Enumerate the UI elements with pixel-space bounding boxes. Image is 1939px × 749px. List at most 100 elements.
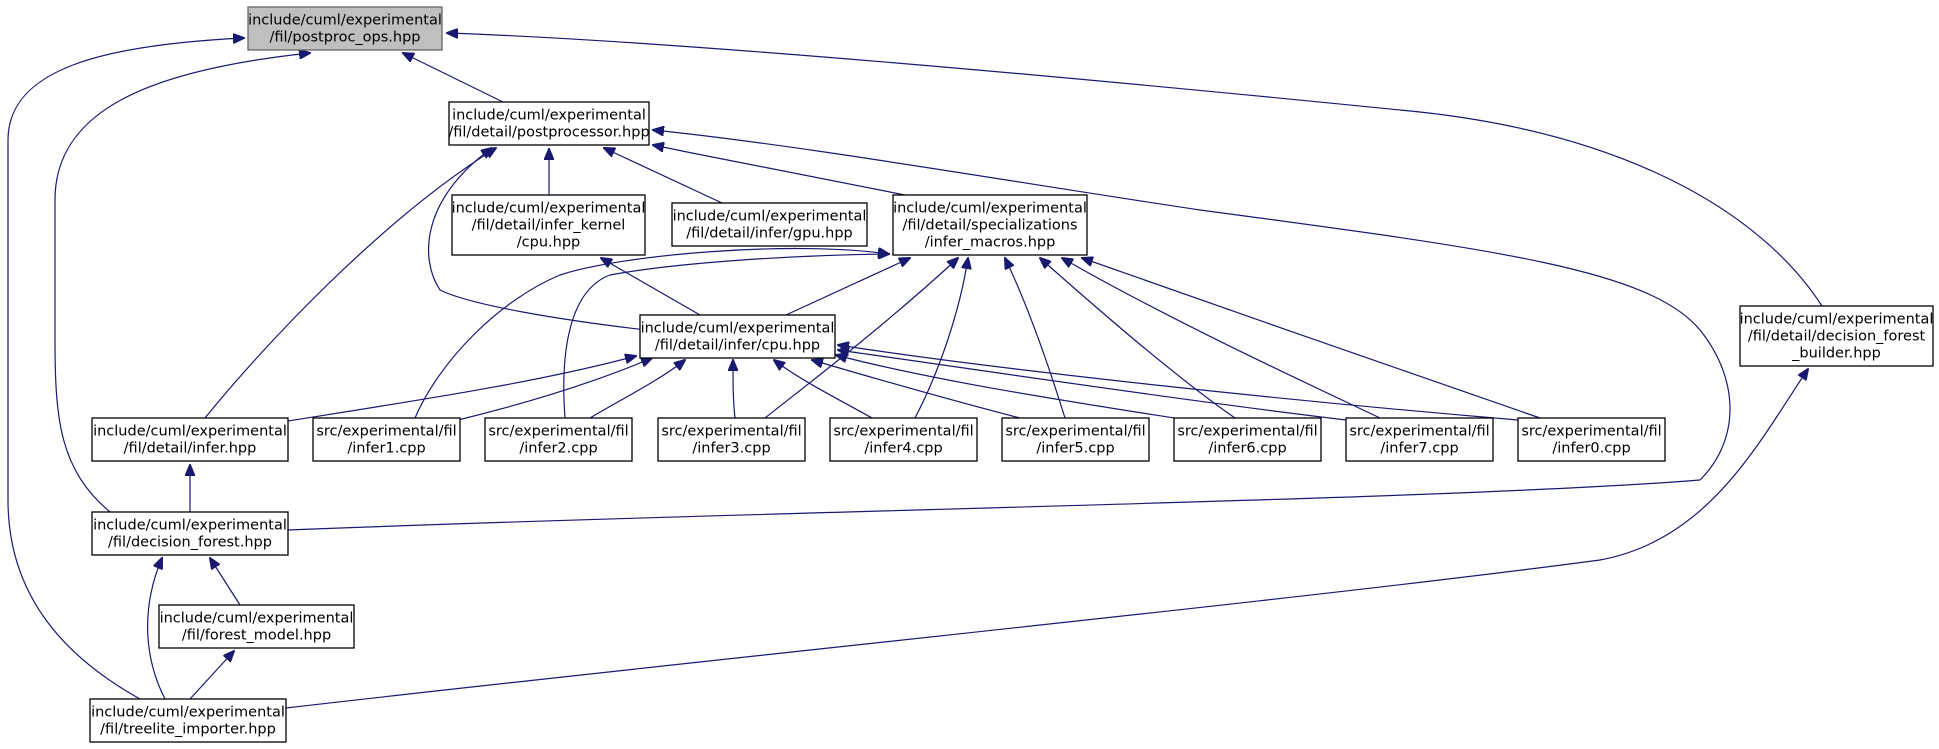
edge-detail_infer-to-infer_cpu — [287, 356, 636, 422]
node-label-infer4-line0: src/experimental/fil — [833, 424, 973, 440]
node-label-infer1-line1: /infer1.cpp — [347, 441, 425, 457]
edge-infer3-to-infer_cpu — [733, 360, 735, 419]
node-infer2[interactable]: src/experimental/fil/infer2.cpp — [484, 417, 633, 462]
edge-treelite_importer-to-decision_forest_builder — [285, 369, 1808, 709]
edge-infer_macros-to-postprocessor — [653, 145, 906, 196]
edge-infer2-to-infer_cpu — [589, 360, 685, 419]
node-label-infer3-line0: src/experimental/fil — [661, 424, 801, 440]
edge-infer_cpu-to-infer_macros — [785, 258, 910, 316]
node-label-infer_kernel_cpu-line1: /fil/detail/infer_kernel — [472, 218, 626, 234]
edge-decision_forest-to-postprocessor — [287, 130, 1731, 531]
edge-detail_infer-to-postprocessor — [204, 148, 496, 419]
node-label-infer_cpu-line1: /fil/detail/infer/cpu.hpp — [655, 338, 820, 354]
node-infer6[interactable]: src/experimental/fil/infer6.cpp — [1173, 417, 1322, 462]
node-label-decision_forest-line0: include/cuml/experimental — [93, 518, 287, 534]
node-label-infer3-line1: /infer3.cpp — [692, 441, 770, 457]
node-infer_kernel_cpu[interactable]: include/cuml/experimental/fil/detail/inf… — [451, 194, 646, 256]
node-infer_macros[interactable]: include/cuml/experimental/fil/detail/spe… — [892, 194, 1088, 256]
node-label-infer2-line0: src/experimental/fil — [488, 424, 628, 440]
node-box-postprocessor — [448, 101, 650, 146]
edge-infer_cpu-to-postprocessor — [427, 148, 647, 331]
node-label-infer_macros-line2: /infer_macros.hpp — [925, 235, 1056, 251]
node-label-infer_kernel_cpu-line2: /cpu.hpp — [517, 235, 580, 251]
edge-infer4-to-infer_cpu — [774, 360, 873, 419]
node-postprocessor[interactable]: include/cuml/experimental/fil/detail/pos… — [448, 101, 650, 146]
node-label-infer6-line1: /infer6.cpp — [1208, 441, 1286, 457]
node-infer0[interactable]: src/experimental/fil/infer0.cpp — [1517, 417, 1666, 462]
node-label-infer_gpu-line0: include/cuml/experimental — [673, 209, 867, 225]
node-box-decision_forest — [91, 511, 289, 556]
node-postproc_ops[interactable]: include/cuml/experimental/fil/postproc_o… — [247, 6, 443, 51]
node-label-postproc_ops-line0: include/cuml/experimental — [248, 13, 442, 29]
node-detail_infer[interactable]: include/cuml/experimental/fil/detail/inf… — [91, 417, 289, 462]
edge-treelite_importer-to-postproc_ops — [7, 38, 244, 700]
edges-layer — [7, 33, 1823, 709]
nodes-layer: include/cuml/experimental/fil/postproc_o… — [89, 6, 1934, 743]
edge-infer0-to-infer_cpu — [838, 345, 1519, 421]
node-infer7[interactable]: src/experimental/fil/infer7.cpp — [1345, 417, 1494, 462]
node-box-infer7 — [1345, 417, 1494, 462]
edge-infer1-to-infer_cpu — [457, 358, 652, 421]
node-infer4[interactable]: src/experimental/fil/infer4.cpp — [829, 417, 978, 462]
node-decision_forest_builder[interactable]: include/cuml/experimental/fil/detail/dec… — [1739, 305, 1934, 367]
node-label-infer2-line1: /infer2.cpp — [519, 441, 597, 457]
node-label-postprocessor-line0: include/cuml/experimental — [452, 108, 646, 124]
node-box-infer5 — [1001, 417, 1150, 462]
node-box-detail_infer — [91, 417, 289, 462]
node-label-infer_cpu-line0: include/cuml/experimental — [641, 321, 835, 337]
edge-postprocessor-to-postproc_ops — [403, 53, 504, 103]
node-box-infer2 — [484, 417, 633, 462]
node-label-detail_infer-line0: include/cuml/experimental — [93, 424, 287, 440]
node-treelite_importer[interactable]: include/cuml/experimental/fil/treelite_i… — [89, 698, 287, 743]
edge-infer6-to-infer_cpu — [836, 355, 1175, 419]
edge-infer2-to-infer_macros — [563, 254, 889, 419]
node-label-infer0-line1: /infer0.cpp — [1552, 441, 1630, 457]
node-box-infer6 — [1173, 417, 1322, 462]
node-label-forest_model-line0: include/cuml/experimental — [160, 611, 354, 627]
node-box-infer4 — [829, 417, 978, 462]
node-label-postprocessor-line1: /fil/detail/postprocessor.hpp — [448, 125, 649, 141]
edge-infer4-to-infer_macros — [914, 258, 968, 419]
node-label-treelite_importer-line0: include/cuml/experimental — [91, 705, 285, 721]
node-label-infer5-line1: /infer5.cpp — [1036, 441, 1114, 457]
node-label-infer_macros-line0: include/cuml/experimental — [893, 201, 1087, 217]
node-label-infer5-line0: src/experimental/fil — [1005, 424, 1145, 440]
node-label-infer_gpu-line1: /fil/detail/infer/gpu.hpp — [686, 226, 852, 242]
node-label-forest_model-line1: /fil/forest_model.hpp — [182, 628, 331, 644]
node-label-infer7-line1: /infer7.cpp — [1380, 441, 1458, 457]
node-label-decision_forest-line1: /fil/decision_forest.hpp — [108, 535, 272, 551]
edge-infer1-to-infer_macros — [414, 249, 889, 419]
node-box-infer_kernel_cpu — [451, 194, 646, 256]
edge-decision_forest_builder-to-postproc_ops — [447, 33, 1823, 307]
edge-infer5-to-infer_macros — [1005, 258, 1066, 419]
edge-forest_model-to-decision_forest — [210, 558, 241, 606]
node-label-infer_macros-line1: /fil/detail/specializations — [902, 218, 1077, 234]
node-forest_model[interactable]: include/cuml/experimental/fil/forest_mod… — [158, 604, 355, 649]
node-label-postproc_ops-line1: /fil/postproc_ops.hpp — [269, 30, 420, 46]
node-infer1[interactable]: src/experimental/fil/infer1.cpp — [312, 417, 461, 462]
node-label-infer6-line0: src/experimental/fil — [1177, 424, 1317, 440]
node-box-infer_cpu — [639, 314, 836, 359]
edge-infer6-to-infer_macros — [1040, 258, 1236, 419]
node-label-infer7-line0: src/experimental/fil — [1349, 424, 1489, 440]
node-box-infer1 — [312, 417, 461, 462]
node-box-infer_macros — [892, 194, 1088, 256]
node-box-postproc_ops — [247, 6, 443, 51]
edge-infer_cpu-to-infer_kernel_cpu — [601, 258, 701, 316]
node-infer_cpu[interactable]: include/cuml/experimental/fil/detail/inf… — [639, 314, 836, 359]
node-label-decision_forest_builder-line1: /fil/detail/decision_forest — [1748, 329, 1926, 345]
node-label-decision_forest_builder-line2: _builder.hpp — [1791, 346, 1881, 362]
edge-treelite_importer-to-forest_model — [189, 651, 234, 700]
node-infer_gpu[interactable]: include/cuml/experimental/fil/detail/inf… — [671, 202, 868, 247]
edge-decision_forest-to-postproc_ops — [54, 53, 310, 513]
edge-infer7-to-infer_cpu — [838, 350, 1347, 421]
node-box-forest_model — [158, 604, 355, 649]
node-infer5[interactable]: src/experimental/fil/infer5.cpp — [1001, 417, 1150, 462]
node-decision_forest[interactable]: include/cuml/experimental/fil/decision_f… — [91, 511, 289, 556]
edge-infer0-to-infer_macros — [1082, 258, 1541, 419]
node-infer3[interactable]: src/experimental/fil/infer3.cpp — [657, 417, 806, 462]
node-box-infer0 — [1517, 417, 1666, 462]
edge-infer5-to-infer_cpu — [812, 360, 1021, 419]
edge-infer_gpu-to-postprocessor — [604, 148, 723, 204]
